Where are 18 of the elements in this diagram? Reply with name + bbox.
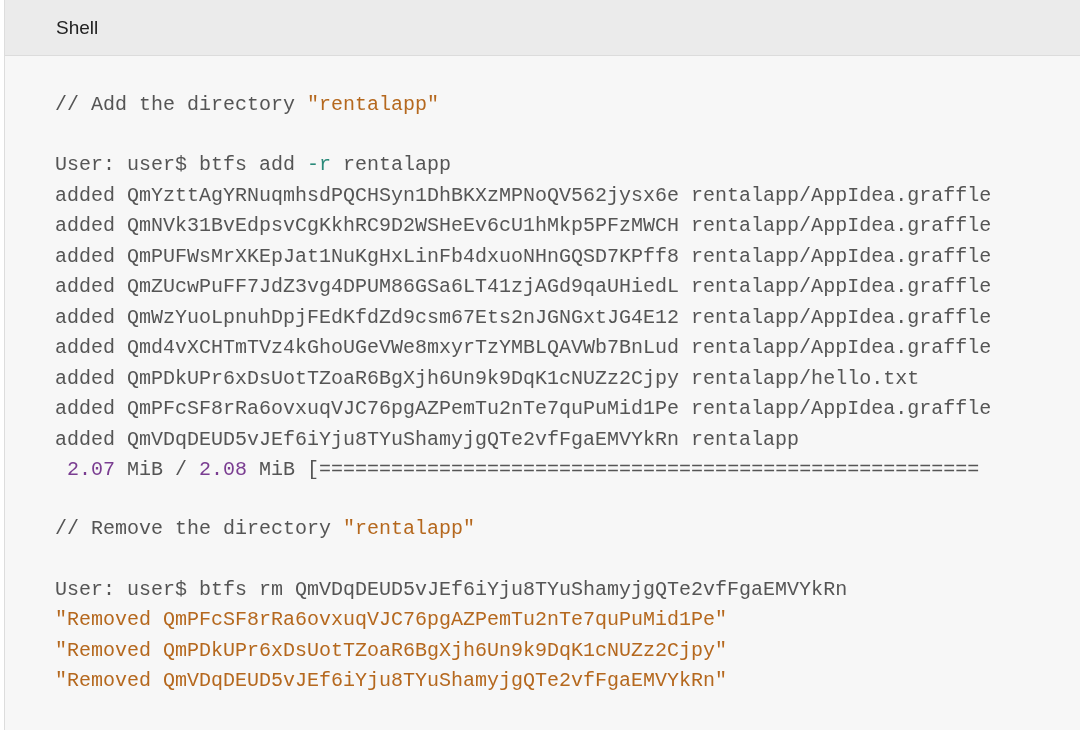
code-comment: // Add the directory "rentalapp"	[55, 93, 440, 117]
code-line: added QmPDkUPr6xDsUotTZoaR6BgXjh6Un9k9DqK1cNUZz2Cjpy rentalapp/hello.txt	[55, 367, 920, 391]
code-line: added QmPFcSF8rRa6ovxuqVJC76pgAZPemTu2nTe7quPuMid1Pe rentalapp/AppIdea.graffle	[55, 397, 992, 421]
code-line: "Removed QmVDqDEUD5vJEf6iYju8TYuShamyjgQTe2vfFgaEMVYkRn"	[55, 669, 728, 693]
code-line: added QmYzttAgYRNuqmhsdPQCHSyn1DhBKXzMPNoQV562jysx6e rentalapp/AppIdea.graffle	[55, 184, 992, 208]
code-line: added QmZUcwPuFF7JdZ3vg4DPUM86GSa6LT41zjAGd9qaUHiedL rentalapp/AppIdea.graffle	[55, 275, 992, 299]
code-line: added QmVDqDEUD5vJEf6iYju8TYuShamyjgQTe2vfFgaEMVYkRn rentalapp	[55, 428, 800, 452]
code-line: "Removed QmPDkUPr6xDsUotTZoaR6BgXjh6Un9k9DqK1cNUZz2Cjpy"	[55, 639, 728, 663]
code-line: added QmWzYuoLpnuhDpjFEdKfdZd9csm67Ets2nJGNGxtJG4E12 rentalapp/AppIdea.graffle	[55, 306, 992, 330]
code-comment: // Remove the directory "rentalapp"	[55, 517, 476, 541]
code-line: "Removed QmPFcSF8rRa6ovxuqVJC76pgAZPemTu2nTe7quPuMid1Pe"	[55, 608, 728, 632]
code-line: added Qmd4vXCHTmTVz4kGhoUGeVWe8mxyrTzYMBLQAVWb7BnLud rentalapp/AppIdea.graffle	[55, 336, 992, 360]
code-line: added QmPUFWsMrXKEpJat1NuKgHxLinFb4dxuoNHnGQSD7KPff8 rentalapp/AppIdea.graffle	[55, 245, 992, 269]
code-line: User: user$ btfs add -r rentalapp	[55, 153, 452, 177]
code-line: 2.07 MiB / 2.08 MiB [=======================================================	[67, 458, 980, 482]
code-language-title: Shell	[56, 17, 99, 39]
code-line: added QmNVk31BvEdpsvCgKkhRC9D2WSHeEv6cU1hMkp5PFzMWCH rentalapp/AppIdea.graffle	[55, 214, 992, 238]
code-line: User: user$ btfs rm QmVDqDEUD5vJEf6iYju8TYuShamyjgQTe2vfFgaEMVYkRn	[55, 578, 848, 602]
